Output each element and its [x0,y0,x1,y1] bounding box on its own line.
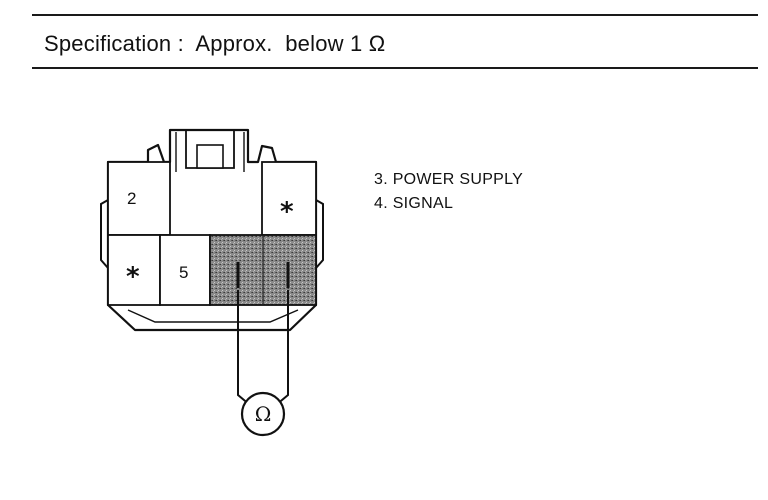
legend-item-power-supply: 3. POWER SUPPLY [374,171,524,188]
pin-label-star-bottom: * [126,262,140,292]
pin-label-5: 5 [179,263,188,282]
pin-2-cavity [107,161,171,236]
top-rule [32,14,758,16]
spec-value: below 1 Ω [285,31,386,56]
specification-line: Specification : Approx. below 1 Ω [44,31,385,57]
latch-key [196,144,224,169]
spec-separator: : [177,31,184,56]
left-tab [100,199,109,269]
ohm-symbol: Ω [255,402,272,426]
pin-star-bottom-cavity [107,234,161,306]
pin-label-2: 2 [127,189,136,208]
pin-label-star-top: * [280,197,294,227]
legend-item-signal: 4. SIGNAL [374,195,454,212]
pin-5-cavity [159,234,211,306]
right-tab [315,199,324,269]
spec-label: Specification [44,31,172,56]
terminal-legend: 3. POWER SUPPLY 4. SIGNAL [374,168,523,216]
ohmmeter-icon [240,391,286,437]
spec-approx: Approx. [195,31,273,56]
bottom-rule [32,67,758,69]
